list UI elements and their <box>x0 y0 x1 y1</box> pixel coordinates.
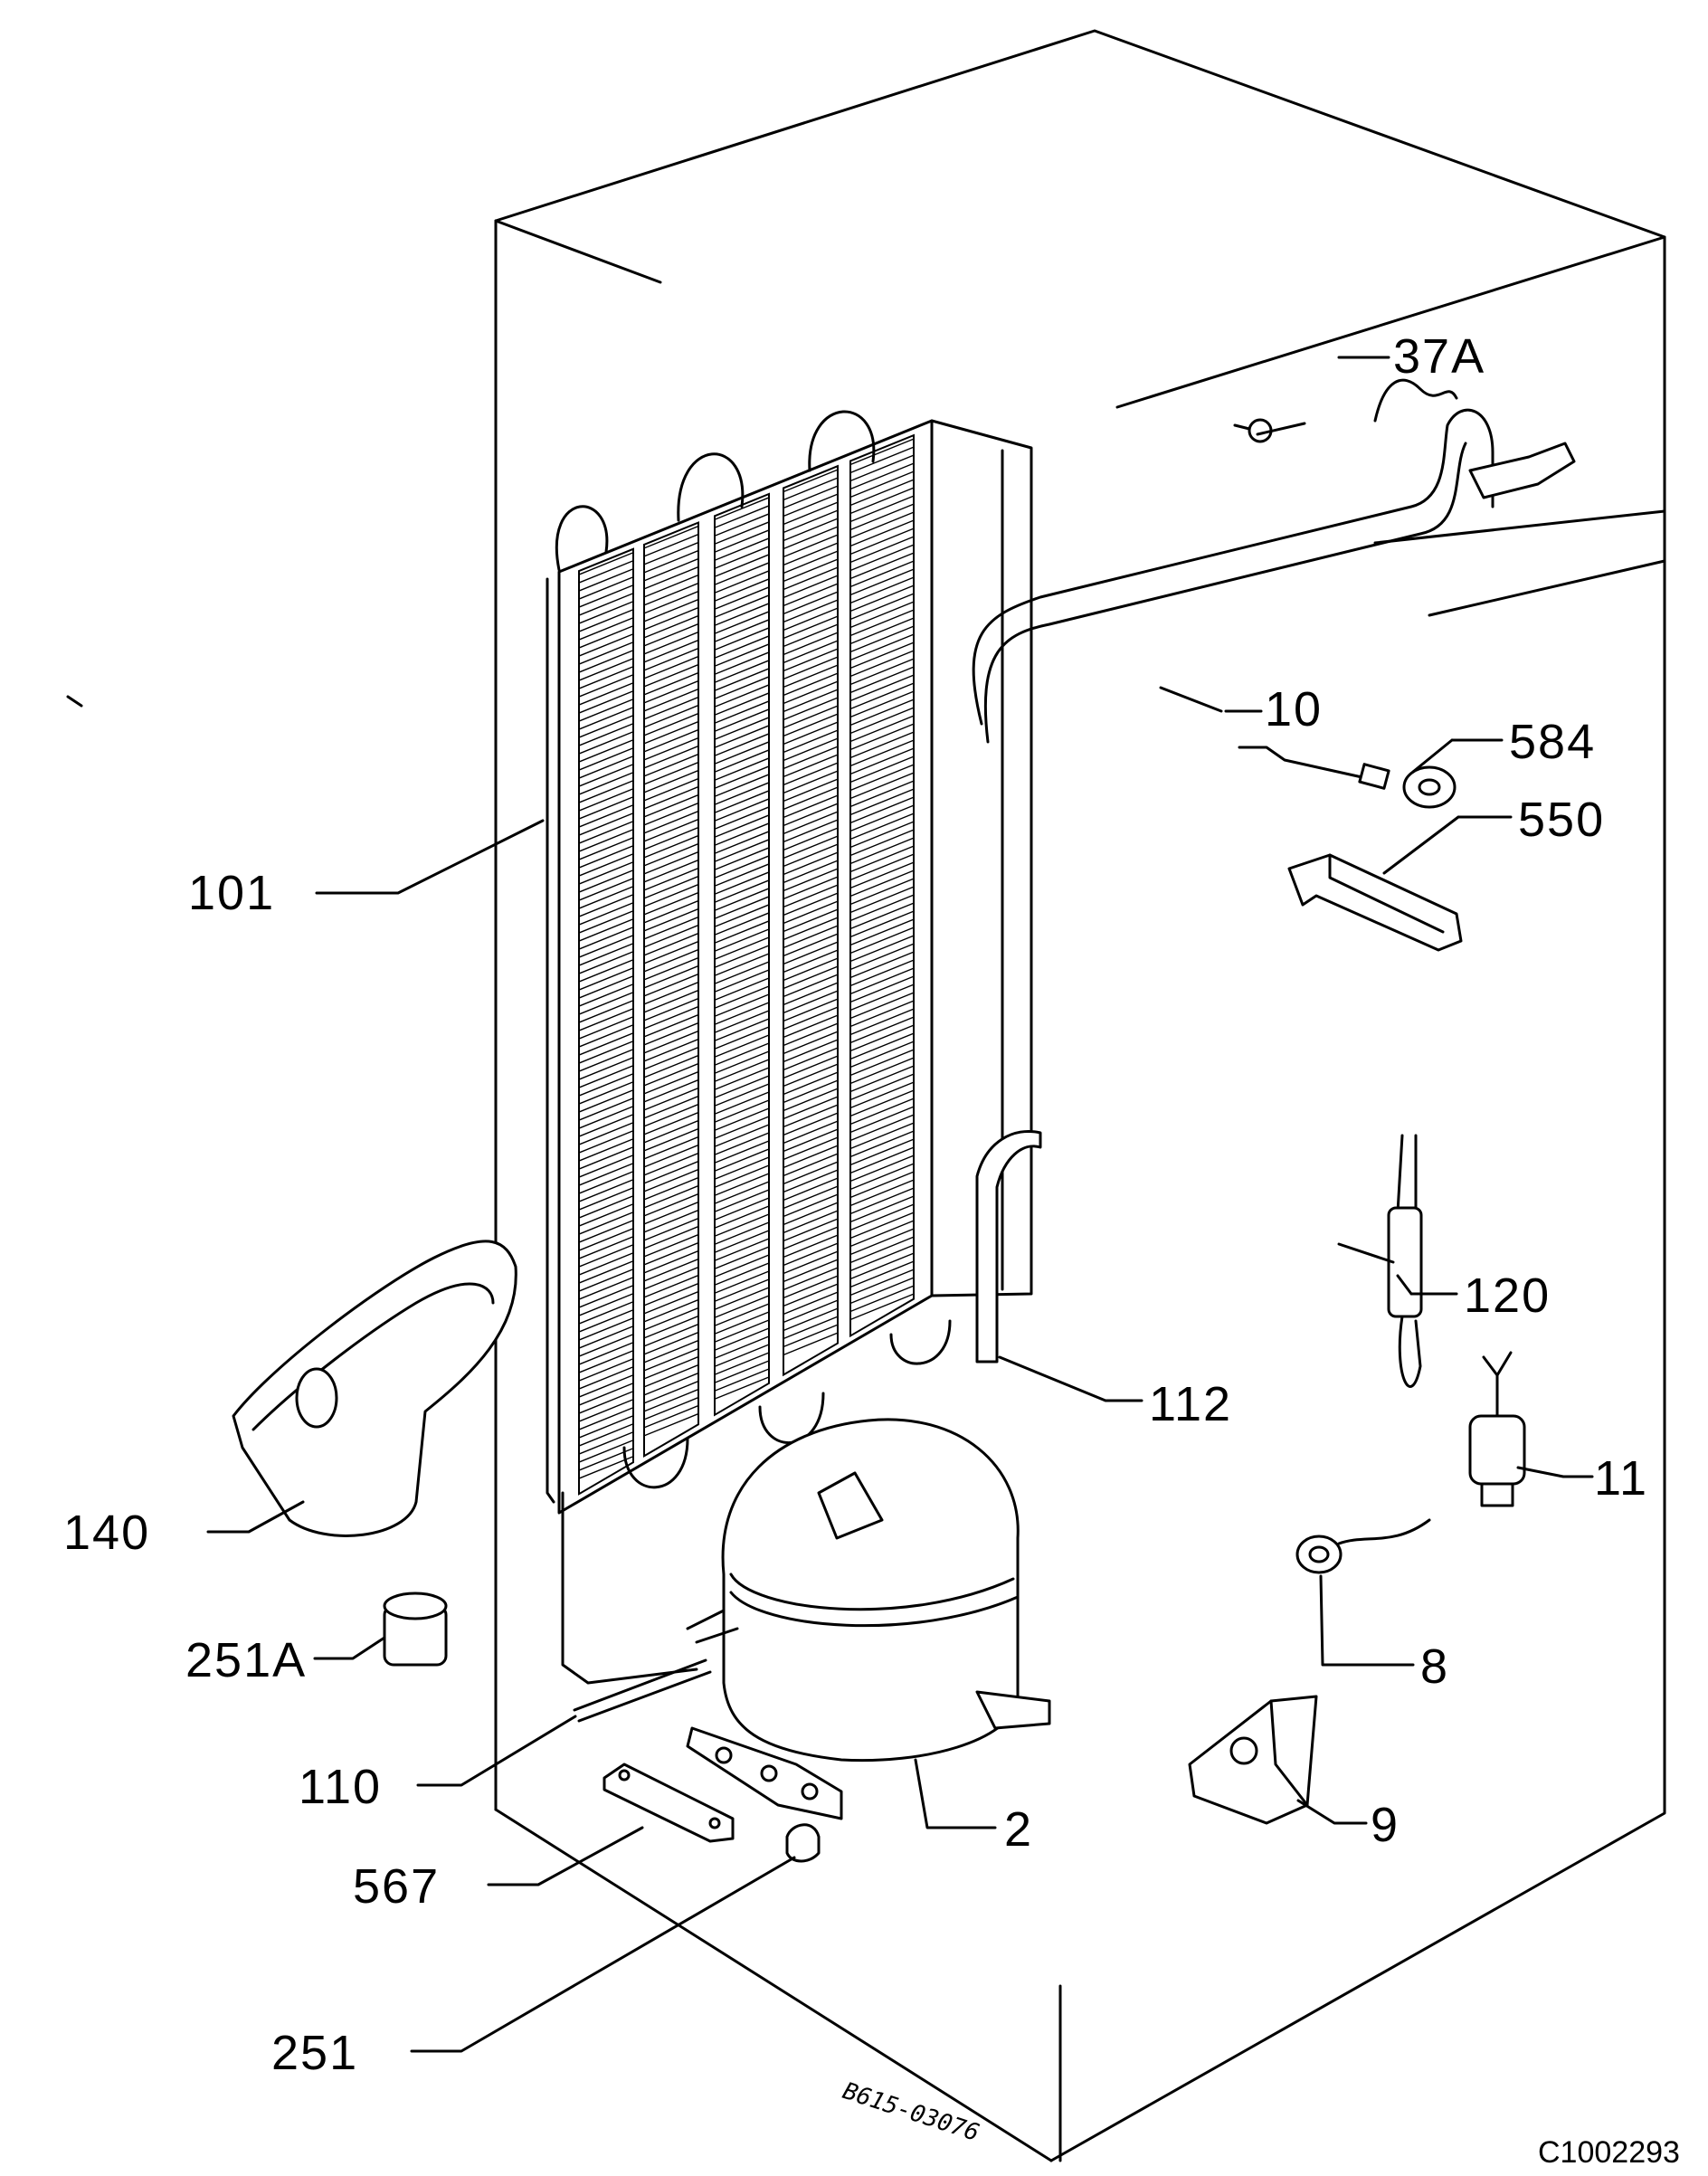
leader-lines <box>206 356 1594 2053</box>
cabinet-outline <box>66 29 1666 2162</box>
drawing-number: C1002293 <box>1538 2135 1680 2170</box>
capillary-tube-10 <box>972 378 1576 744</box>
drier-110 <box>573 1609 739 1723</box>
label-9: 9 <box>1371 1798 1400 1852</box>
condenser-101 <box>546 410 1033 1685</box>
drip-tray-140 <box>232 1240 517 1537</box>
label-101: 101 <box>188 866 275 920</box>
screw-37A <box>1233 418 1273 443</box>
label-251: 251 <box>271 2026 358 2080</box>
label-120: 120 <box>1464 1269 1551 1323</box>
label-567: 567 <box>353 1859 440 1914</box>
protector-11 <box>1468 1351 1526 1507</box>
label-8: 8 <box>1420 1639 1449 1694</box>
label-140: 140 <box>63 1506 150 1560</box>
label-251A: 251A <box>185 1633 307 1687</box>
condenser-fins <box>578 433 915 1496</box>
sensor-584 <box>1238 746 1457 809</box>
label-2: 2 <box>1004 1802 1033 1857</box>
grommet-251 <box>785 1823 821 1863</box>
strip-567 <box>603 1763 735 1843</box>
label-11: 11 <box>1594 1451 1648 1506</box>
plate-9 <box>1188 1695 1318 1825</box>
handwritten-note: B615-03076 <box>840 2077 982 2147</box>
label-550: 550 <box>1518 793 1605 847</box>
part-labels: 37A 10 584 550 101 120 112 11 140 8 251A… <box>63 329 1648 2080</box>
label-110: 110 <box>299 1760 382 1814</box>
label-37A: 37A <box>1393 329 1485 384</box>
bush-251A <box>383 1592 448 1667</box>
relay-120 <box>1337 1134 1423 1388</box>
label-112: 112 <box>1149 1377 1232 1431</box>
label-584: 584 <box>1509 715 1596 769</box>
grommet-8 <box>1295 1518 1431 1574</box>
label-10: 10 <box>1265 682 1323 736</box>
drain-hose-112 <box>975 1130 1042 1364</box>
bracket-550 <box>1287 853 1463 952</box>
compressor-2 <box>686 1418 1051 1820</box>
